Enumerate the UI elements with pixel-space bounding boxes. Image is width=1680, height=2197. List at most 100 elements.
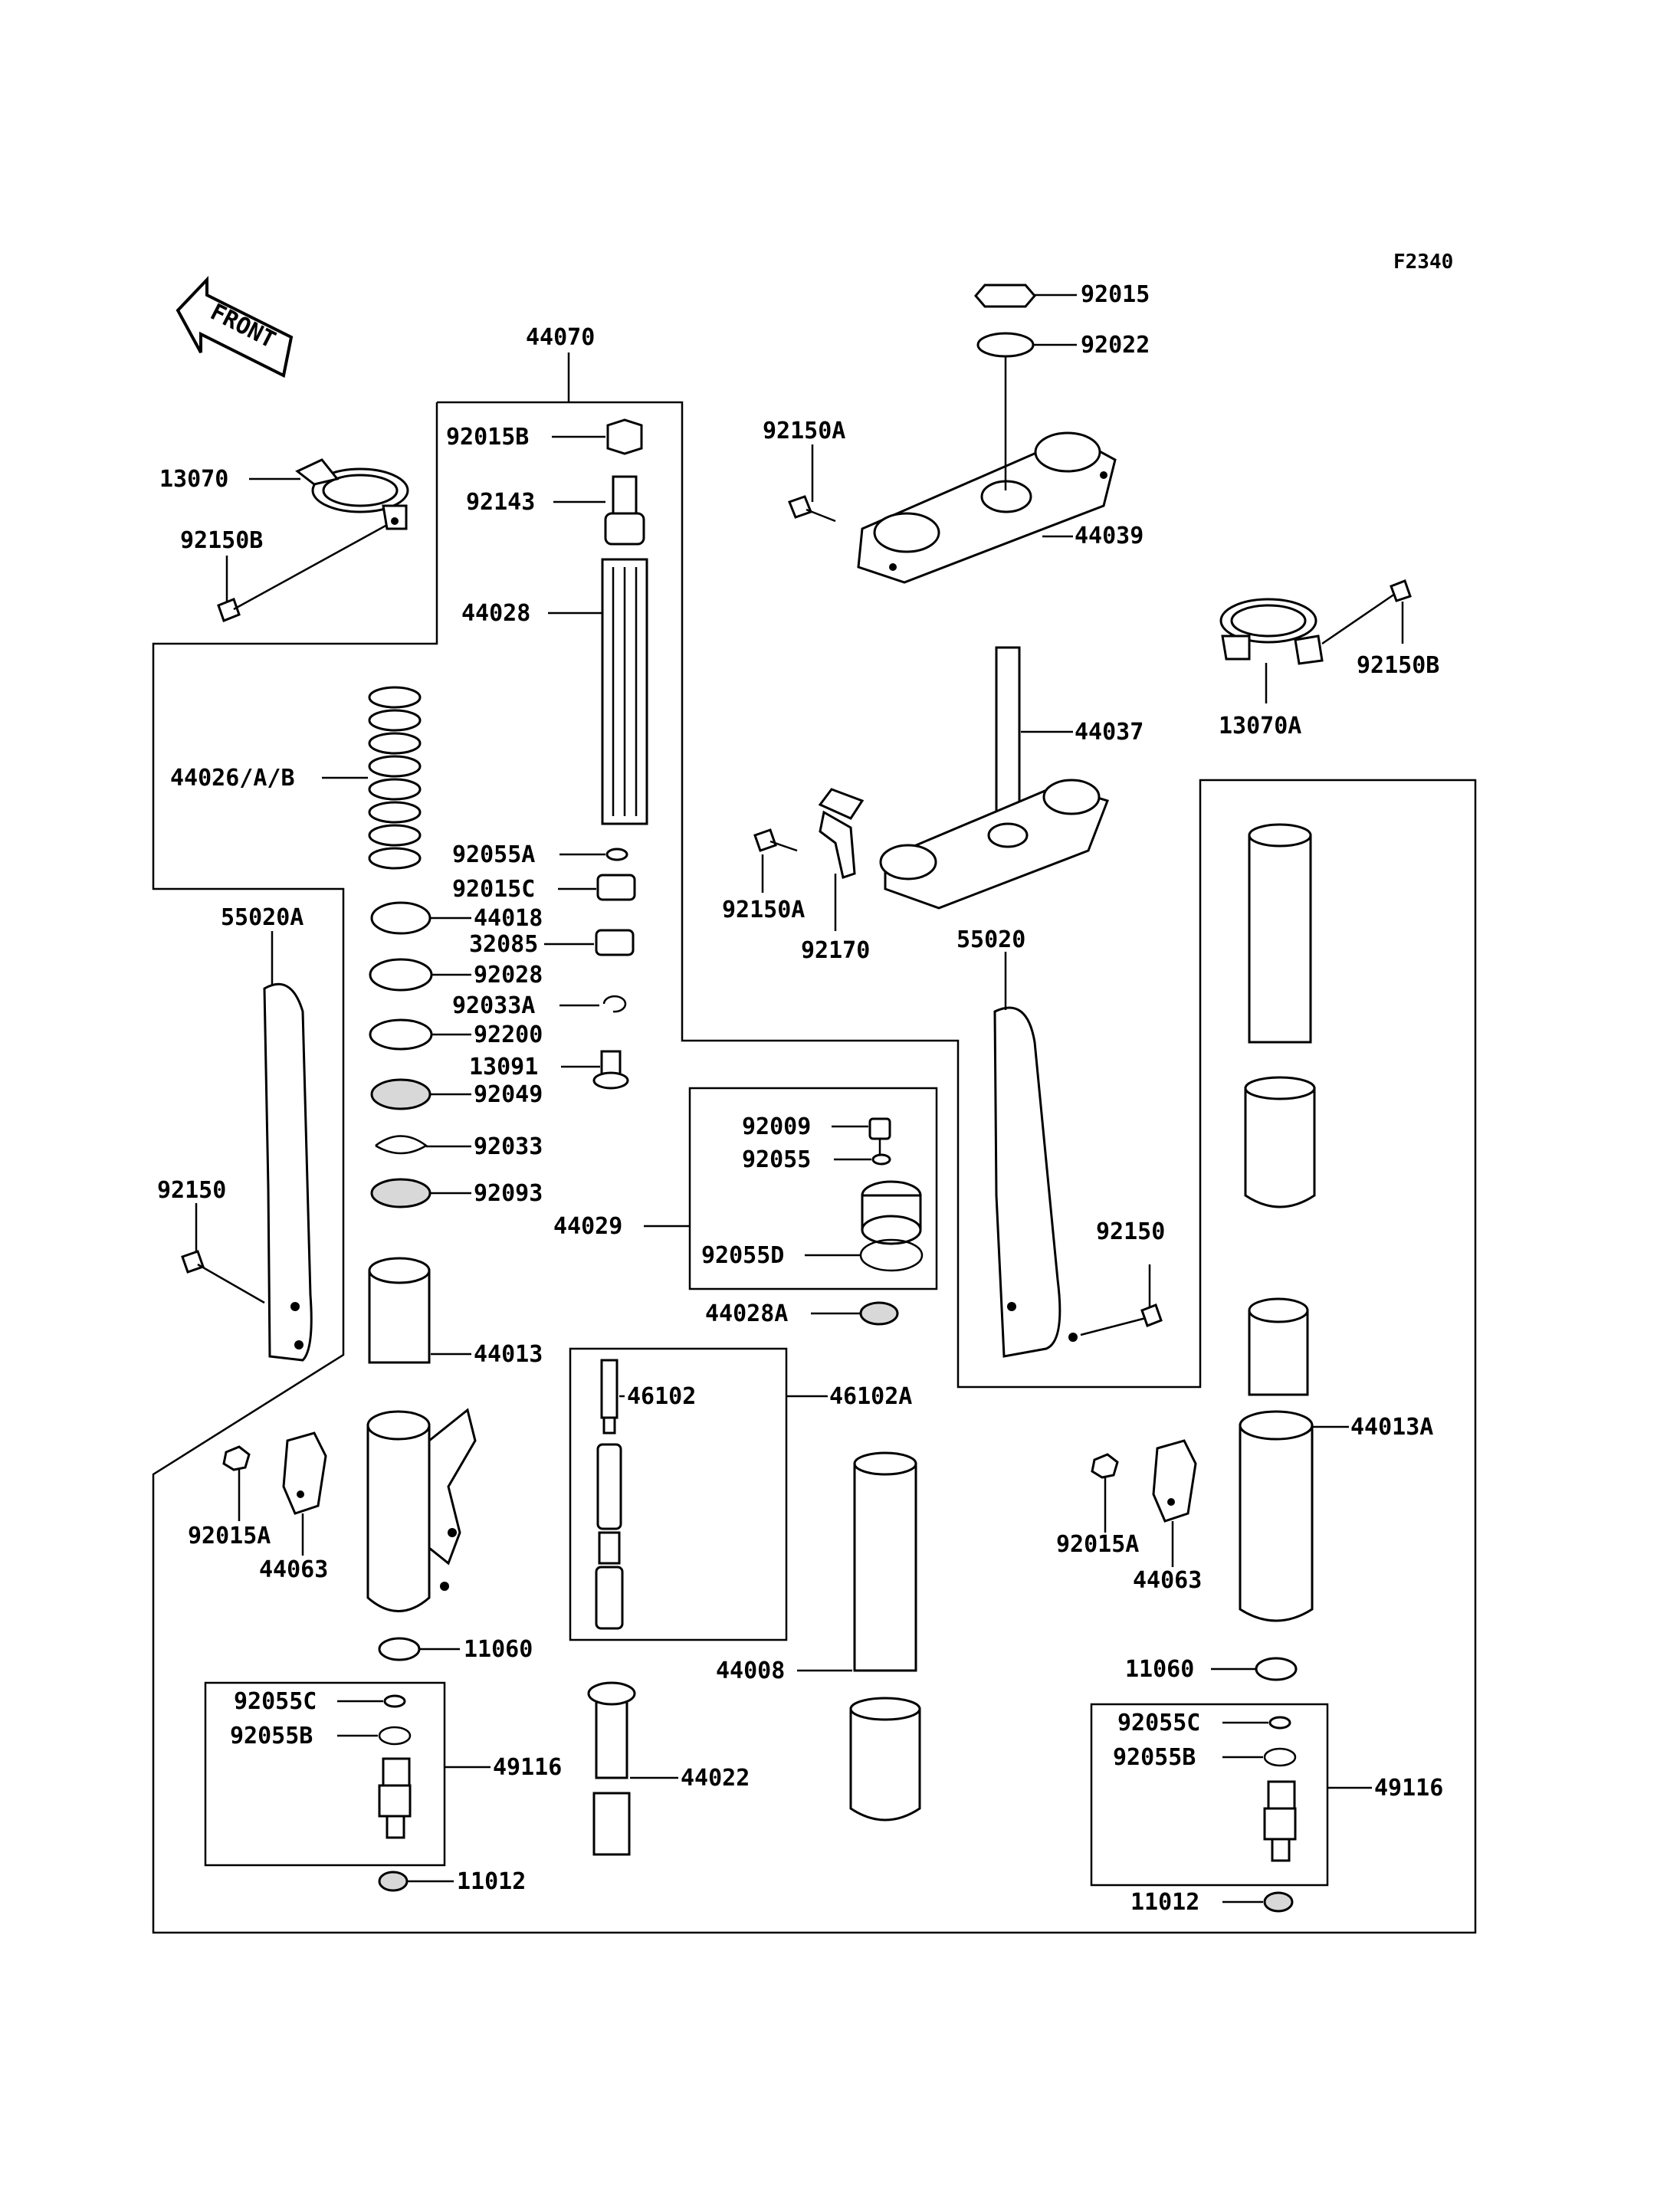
- ring-92055: [871, 1153, 891, 1166]
- label-92049: 92049: [474, 1081, 543, 1108]
- washer-44028A: [859, 1301, 899, 1326]
- bolt-11012-left: [378, 1871, 409, 1892]
- nut-92015A-left: [222, 1445, 251, 1471]
- kit-box-46102A: [569, 1347, 788, 1641]
- cap-44029: [861, 1180, 922, 1245]
- inner-tube-44013: [368, 1257, 431, 1364]
- bolt-92150A-mid: [753, 828, 798, 852]
- valve-49116-left: [378, 1757, 412, 1839]
- stem-44037: [879, 646, 1109, 910]
- label-44029: 44029: [553, 1213, 622, 1240]
- nut-92015: [974, 284, 1036, 308]
- diagram-code: F2340: [1393, 251, 1453, 274]
- label-44008: 44008: [716, 1658, 785, 1684]
- label-92150-right: 92150: [1096, 1218, 1165, 1245]
- bolt-92150B-left: [217, 523, 388, 622]
- bolt-92150-right: [1080, 1303, 1163, 1336]
- label-13091: 13091: [469, 1054, 538, 1080]
- label-11060-left: 11060: [464, 1636, 533, 1663]
- label-49116-right: 49116: [1374, 1775, 1443, 1802]
- oring-92055D: [859, 1238, 924, 1272]
- label-44022: 44022: [681, 1765, 750, 1792]
- label-92015A-left: 92015A: [188, 1523, 271, 1549]
- ring-92055A: [605, 848, 628, 861]
- nut-92015A-right: [1091, 1453, 1119, 1479]
- label-44039: 44039: [1075, 523, 1144, 549]
- spring-44026: [368, 686, 422, 870]
- label-92055C-left: 92055C: [234, 1688, 317, 1715]
- cylinder-44022: [587, 1681, 636, 1856]
- oring-92055C-right: [1268, 1716, 1291, 1730]
- kit-box-44029: [688, 1087, 938, 1290]
- oring-92055B-left: [378, 1726, 412, 1746]
- nut-92015B: [606, 418, 643, 455]
- oring-92055C-left: [383, 1694, 406, 1708]
- label-92150A-top: 92150A: [763, 418, 845, 444]
- label-55020: 55020: [956, 926, 1025, 953]
- label-44026: 44026/A/B: [170, 765, 295, 792]
- label-92143: 92143: [466, 489, 535, 516]
- fork-guard-55020: [993, 1006, 1078, 1358]
- bolt-92150A-top: [788, 495, 836, 523]
- label-44028: 44028: [461, 600, 530, 627]
- washer-92022: [976, 332, 1035, 358]
- label-11012-right: 11012: [1130, 1889, 1199, 1916]
- label-44063-right: 44063: [1133, 1567, 1202, 1594]
- label-13070: 13070: [159, 466, 228, 493]
- label-44013A: 44013A: [1350, 1414, 1433, 1441]
- label-92150A-mid: 92150A: [722, 897, 805, 923]
- label-92015A-right: 92015A: [1056, 1531, 1139, 1558]
- kit-box-44070: [152, 401, 1477, 1934]
- screw-92009: [868, 1117, 891, 1157]
- axle-clamp-44063-left: [282, 1431, 327, 1515]
- label-92200: 92200: [474, 1021, 543, 1048]
- ring-11060-left: [378, 1637, 421, 1661]
- label-92055D: 92055D: [701, 1242, 784, 1269]
- rod-44028: [601, 558, 648, 825]
- label-32085: 32085: [469, 931, 538, 958]
- label-92150-left: 92150: [157, 1177, 226, 1204]
- label-46102A: 46102A: [829, 1383, 912, 1410]
- oring-92055B-right: [1263, 1747, 1297, 1767]
- label-11060-right: 11060: [1125, 1656, 1194, 1683]
- label-49116-left: 49116: [493, 1754, 562, 1781]
- fork-guard-55020A: [263, 982, 313, 1362]
- label-55020A: 55020A: [221, 904, 304, 931]
- label-44037: 44037: [1075, 719, 1144, 746]
- bolt-13091: [592, 1050, 629, 1090]
- bolt-92150B-right: [1321, 579, 1412, 645]
- label-92150B-left: 92150B: [180, 527, 263, 554]
- label-92093: 92093: [474, 1180, 543, 1207]
- valve-49116-right: [1263, 1780, 1297, 1862]
- seal-92093: [370, 1178, 431, 1208]
- washer-92200: [369, 1018, 433, 1051]
- outer-tube-44008: [849, 1451, 921, 1822]
- label-92170: 92170: [801, 937, 870, 964]
- label-44070: 44070: [526, 324, 595, 351]
- outer-tube-right: [1244, 823, 1316, 1208]
- label-44013: 44013: [474, 1341, 543, 1368]
- collar-92015C: [596, 874, 636, 901]
- bush-44018: [370, 901, 431, 935]
- bolt-92150-left: [181, 1250, 265, 1304]
- rod-92143: [604, 475, 645, 546]
- label-92015C: 92015C: [452, 876, 535, 903]
- label-11012-left: 11012: [457, 1868, 526, 1895]
- label-92055A: 92055A: [452, 841, 535, 868]
- label-44063-left: 44063: [259, 1556, 328, 1583]
- top-clamp-44039: [857, 431, 1117, 584]
- label-92009: 92009: [742, 1113, 811, 1140]
- seal-92049: [370, 1078, 431, 1110]
- label-44018: 44018: [474, 905, 543, 932]
- inner-tube-44013A-top: [1248, 1297, 1309, 1396]
- rod-46102: [595, 1359, 624, 1630]
- kit-box-49116-left: [204, 1681, 446, 1867]
- label-44028A: 44028A: [705, 1300, 788, 1327]
- circlip-92033A: [602, 995, 627, 1013]
- front-arrow-icon: FRONT: [176, 275, 294, 378]
- kit-box-49116-right: [1090, 1703, 1329, 1887]
- label-46102: 46102: [627, 1383, 696, 1410]
- label-92015B: 92015B: [446, 424, 529, 451]
- bracket-92170: [818, 788, 865, 879]
